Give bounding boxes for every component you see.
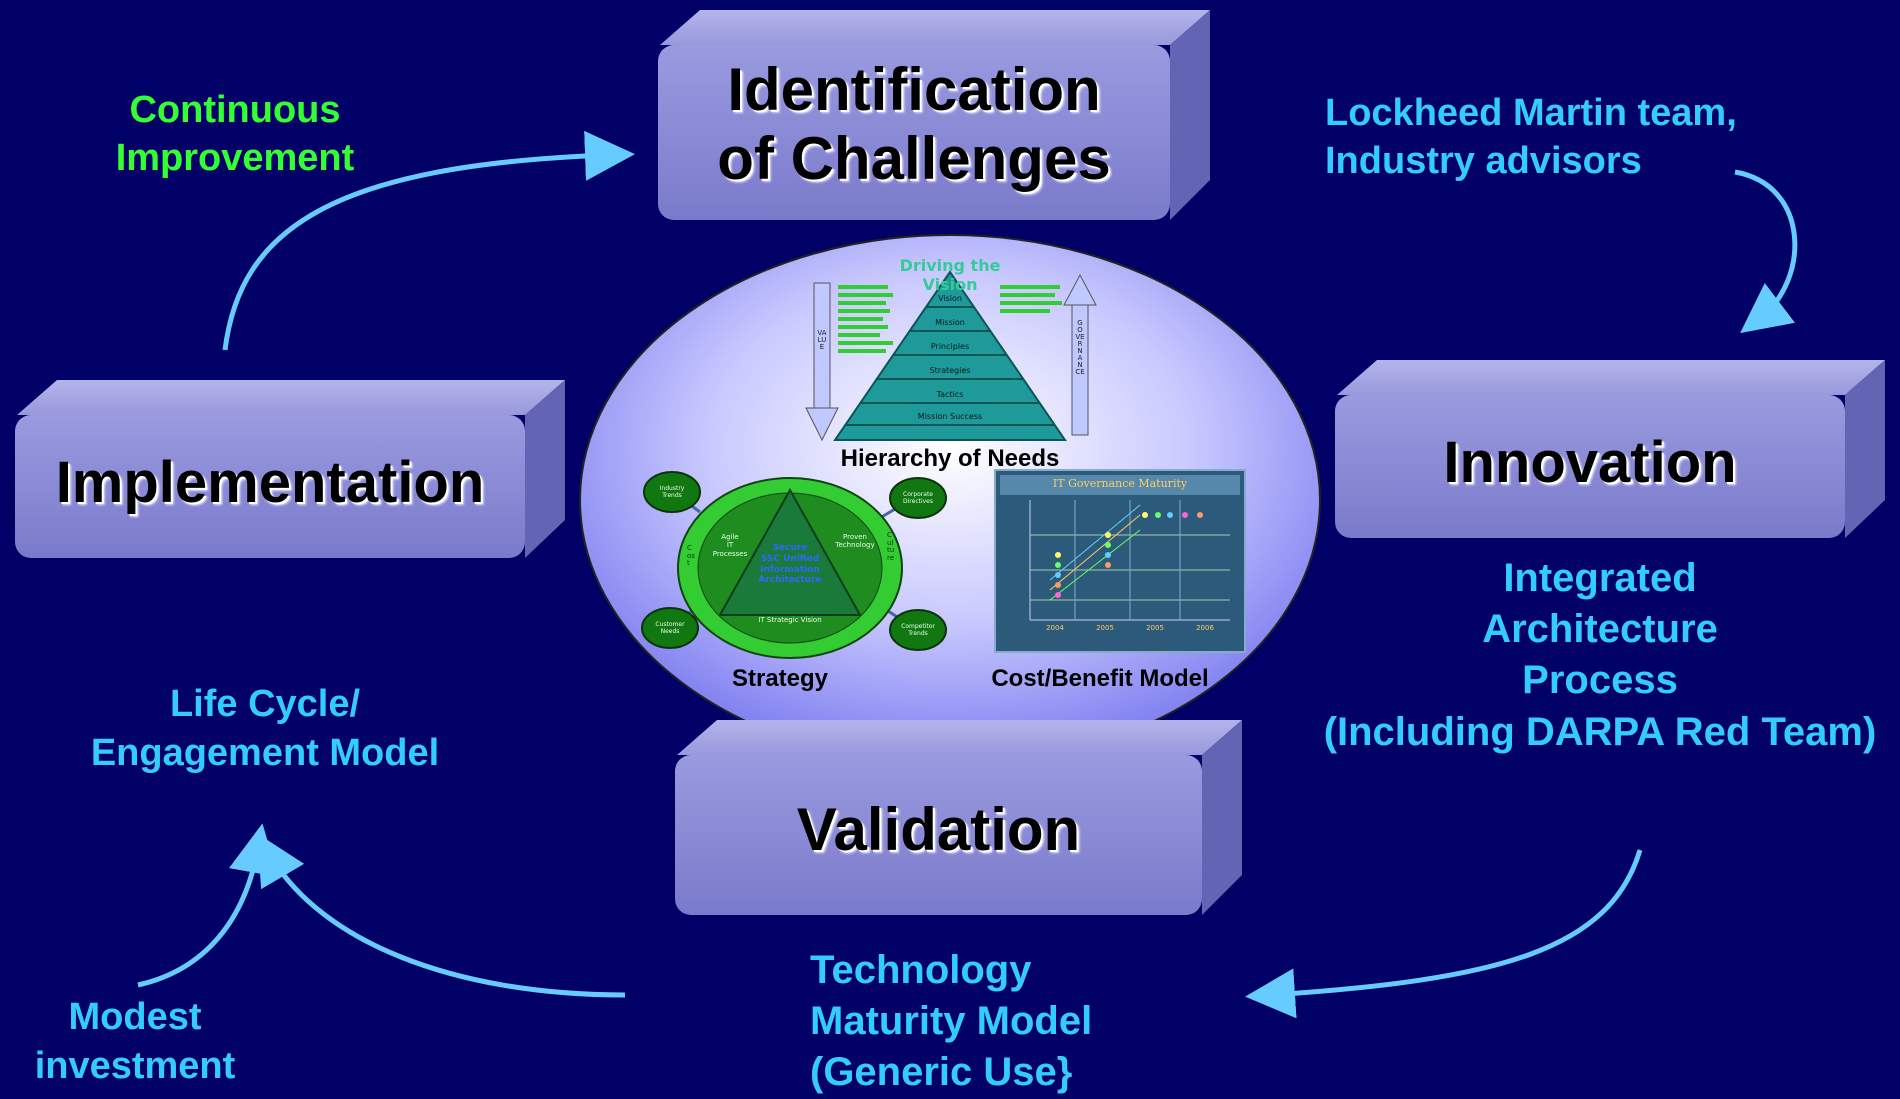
technology-maturity-label: Technology Maturity Model (Generic Use} bbox=[810, 948, 1093, 1095]
integrated-architecture-label: Integrated Architecture Process (Includi… bbox=[1323, 556, 1877, 754]
pyramid-level-vision: Vision bbox=[938, 294, 962, 303]
arrow-integrated bbox=[1245, 849, 1643, 1019]
bubble-customer-needs bbox=[641, 607, 699, 649]
box-validation bbox=[675, 720, 1242, 915]
bubble-corporate-directives bbox=[889, 477, 947, 519]
implementation-title: Implementation bbox=[55, 450, 485, 515]
strategy-graphic bbox=[641, 471, 947, 659]
arrow-lockheed bbox=[1734, 169, 1798, 334]
pyramid-level-principles: Principles bbox=[930, 342, 970, 351]
cost-chart-points bbox=[1055, 512, 1203, 598]
value-arrow bbox=[805, 282, 839, 442]
governance-arrow bbox=[1063, 273, 1097, 436]
value-arrow-label: VALUE bbox=[817, 329, 827, 351]
pyramid-level-tactics: Tactics bbox=[936, 390, 964, 399]
cost-benefit-label: Cost/Benefit Model bbox=[991, 665, 1209, 692]
strategy-ring-cost: Cost bbox=[687, 544, 695, 568]
box-identification bbox=[658, 10, 1210, 220]
life-cycle-label: Life Cycle/ Engagement Model bbox=[90, 683, 440, 775]
box-innovation bbox=[1335, 360, 1885, 538]
pyramid-level-mission-success: Mission Success bbox=[917, 412, 983, 421]
modest-investment-label: Modest investment bbox=[34, 996, 236, 1088]
bubble-competitor-trends-label: Competitor Trends bbox=[901, 623, 935, 637]
cost-chart-title: IT Governance Maturity bbox=[1052, 477, 1188, 490]
bubble-industry-trends bbox=[643, 471, 701, 513]
bubble-customer-needs-label: Customer Needs bbox=[655, 621, 685, 635]
strategy-ring-culture: Culture bbox=[887, 531, 895, 563]
pyramid-level-strategies: Strategies bbox=[929, 366, 971, 375]
strategy-bottom-text: IT Strategic Vision bbox=[758, 616, 822, 624]
arrow-continuous-improvement bbox=[222, 130, 635, 351]
cost-benefit-graphic bbox=[994, 469, 1246, 653]
hierarchy-of-needs-graphic bbox=[805, 270, 1097, 442]
bubble-corporate-directives-label: Corporate Directives bbox=[903, 491, 933, 505]
pyramid-level-mission: Mission bbox=[935, 318, 965, 327]
validation-title: Validation bbox=[796, 796, 1081, 863]
lockheed-label: Lockheed Martin team, Industry advisors bbox=[1325, 92, 1737, 182]
cost-chart-years: 2004 2005 2005 2006 bbox=[1046, 624, 1214, 632]
arrow-modest bbox=[137, 823, 279, 988]
arrow-technology bbox=[257, 833, 626, 998]
bubble-industry-trends-label: Industry Trends bbox=[659, 485, 685, 499]
strategy-right-text: Proven Technology bbox=[835, 533, 875, 550]
hierarchy-of-needs-label: Hierarchy of Needs bbox=[840, 445, 1060, 472]
continuous-improvement-label: Continuous Improvement bbox=[115, 89, 355, 179]
innovation-title: Innovation bbox=[1443, 430, 1737, 495]
strategy-triangle bbox=[718, 487, 862, 616]
pyramid-level-labels: Vision Mission Principles Strategies Tac… bbox=[900, 295, 1000, 421]
box-implementation bbox=[15, 380, 565, 558]
strategy-center-text: Secure SSC Unified Information Architect… bbox=[758, 543, 822, 586]
strategy-label: Strategy bbox=[731, 665, 829, 692]
strategy-left-text: Agile IT Processes bbox=[712, 533, 748, 558]
bubble-competitor-trends bbox=[889, 609, 947, 651]
driving-the-vision-title: Driving the Vision bbox=[899, 256, 1001, 294]
identification-title: Identification of Challenges bbox=[717, 56, 1111, 192]
governance-arrow-label: GOVERNANCE bbox=[1075, 319, 1085, 376]
